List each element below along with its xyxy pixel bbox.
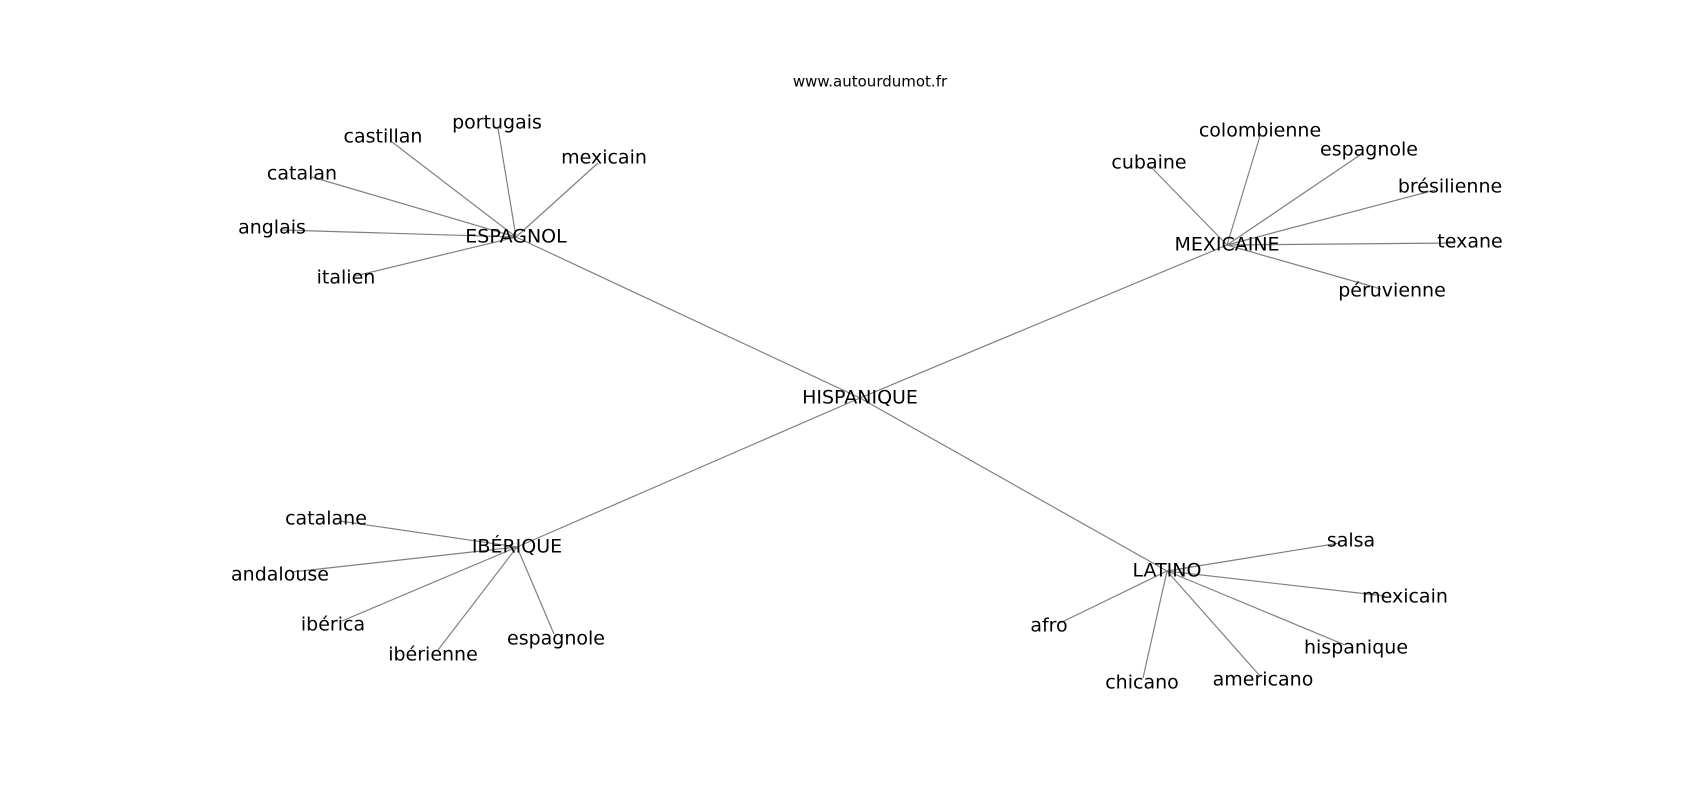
node-italien: italien [317, 267, 376, 289]
node-afro: afro [1030, 615, 1067, 637]
node-iberica: ibérica [301, 614, 365, 636]
node-espagnol: ESPAGNOL [465, 226, 567, 248]
edge-mexicaine-cubaine [1149, 165, 1228, 246]
node-mexicain-2: mexicain [1362, 586, 1448, 608]
edge-iberique-iberienne [437, 546, 518, 651]
node-center: HISPANIQUE [802, 387, 918, 409]
edge-iberique-iberica [341, 546, 518, 622]
node-latino: LATINO [1133, 560, 1202, 582]
node-catalan: catalan [267, 163, 337, 185]
node-mexicain-1: mexicain [561, 147, 647, 169]
node-portugais: portugais [452, 112, 542, 134]
edge-center-latino [859, 397, 1168, 572]
node-catalane: catalane [285, 508, 367, 530]
node-iberique: IBÉRIQUE [472, 535, 562, 558]
edge-iberique-espagnole-2 [516, 546, 555, 635]
edges-layer [281, 127, 1456, 679]
node-hispanique: hispanique [1304, 637, 1408, 659]
edge-latino-hispanique [1166, 570, 1346, 646]
node-iberienne: ibérienne [388, 644, 478, 666]
node-espagnole-2: espagnole [507, 628, 605, 650]
edge-mexicaine-espagnole-1 [1226, 152, 1364, 246]
edge-mexicaine-texane [1226, 242, 1456, 246]
edge-espagnol-portugais [497, 127, 517, 238]
node-cubaine: cubaine [1111, 152, 1186, 174]
edge-espagnol-mexicain-1 [515, 162, 599, 238]
edge-espagnol-castillan [391, 141, 517, 238]
node-mexicaine: MEXICAINE [1174, 234, 1279, 256]
node-peruvienne: péruvienne [1338, 280, 1446, 302]
edge-latino-americano [1166, 570, 1261, 677]
node-colombienne: colombienne [1199, 120, 1321, 142]
labels-layer: HISPANIQUE ESPAGNOL castillan portugais mexi… [231, 112, 1503, 694]
edge-latino-chicano [1142, 570, 1168, 679]
node-castillan: castillan [344, 126, 423, 148]
edge-latino-afro [1059, 570, 1168, 624]
edge-espagnol-anglais [281, 229, 517, 238]
edge-latino-salsa [1166, 542, 1341, 572]
edge-iberique-andalouse [291, 546, 518, 573]
node-bresilienne: brésilienne [1398, 176, 1502, 198]
node-anglais: anglais [238, 217, 306, 239]
edge-center-espagnol [515, 236, 861, 399]
source-label: www.autourdumot.fr [793, 73, 948, 91]
edge-espagnol-catalan [311, 176, 517, 238]
node-chicano: chicano [1105, 672, 1179, 694]
node-andalouse: andalouse [231, 564, 329, 586]
node-americano: americano [1213, 669, 1314, 691]
edge-center-mexicaine [859, 244, 1228, 399]
node-espagnole-1: espagnole [1320, 139, 1418, 161]
edge-center-iberique [516, 397, 861, 548]
edge-espagnol-italien [354, 236, 517, 277]
edge-latino-mexicain-2 [1166, 570, 1386, 597]
node-salsa: salsa [1327, 530, 1375, 552]
edge-mexicaine-peruvienne [1226, 244, 1382, 290]
edge-mexicaine-colombienne [1226, 135, 1261, 246]
edge-iberique-catalane [339, 520, 518, 548]
edge-mexicaine-bresilienne [1226, 189, 1436, 246]
node-texane: texane [1437, 231, 1502, 253]
